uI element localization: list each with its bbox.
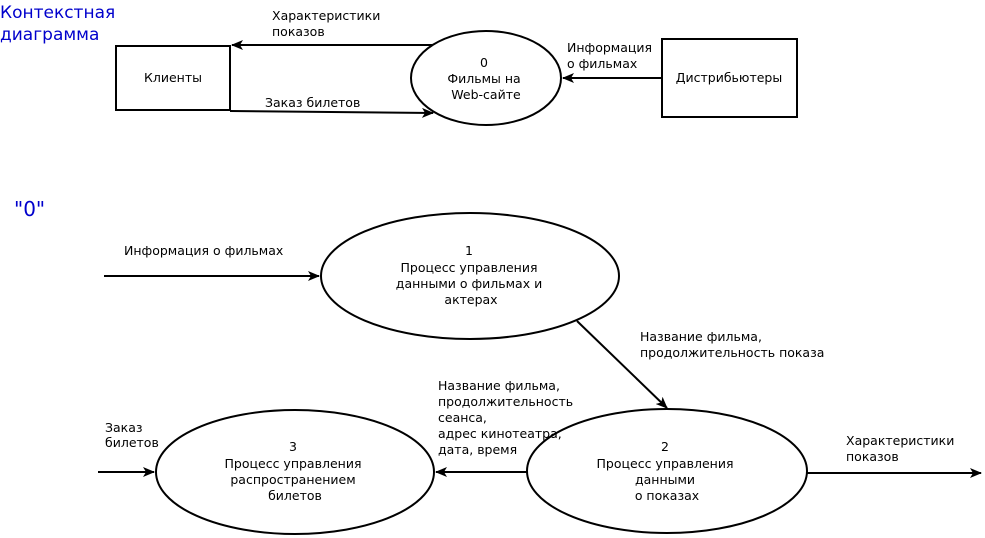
process-3-label: 3 Процесс управления распространением би… bbox=[225, 439, 366, 503]
flow-p2-to-p3-label: Название фильма, продолжительность сеанс… bbox=[438, 378, 577, 457]
flow-film-info-label: Информация о фильмах bbox=[567, 40, 656, 71]
process-1 bbox=[320, 212, 620, 340]
process-1-label: 1 Процесс управления данными о фильмах и… bbox=[396, 243, 546, 307]
flow-ticket-order bbox=[229, 107, 434, 118]
context-process-0 bbox=[410, 30, 562, 126]
level0-heading: "0" bbox=[14, 197, 45, 221]
process-2-label: 2 Процесс управления данными о показах bbox=[597, 439, 738, 503]
entity-clients-label: Клиенты bbox=[144, 70, 202, 85]
flow-ticket-order-label: Заказ билетов bbox=[265, 95, 360, 110]
process-3 bbox=[155, 409, 435, 535]
flow-ticket-order-in-label: Заказ билетов bbox=[105, 420, 159, 450]
context-process-0-label: 0 Фильмы на Web-сайте bbox=[447, 55, 524, 102]
flow-film-info-in-label: Информация о фильмах bbox=[124, 243, 283, 258]
entity-clients bbox=[115, 45, 231, 111]
process-2 bbox=[526, 408, 808, 534]
entity-distributors bbox=[661, 38, 798, 118]
flow-p1-to-p2-label: Название фильма, продолжительность показ… bbox=[640, 329, 824, 360]
flow-show-characteristics-out-label: Характеристики показов bbox=[846, 433, 958, 464]
entity-distributors-label: Дистрибьютеры bbox=[676, 70, 782, 85]
context-heading: Контекстная диаграмма bbox=[0, 3, 121, 45]
flow-p1-to-p2 bbox=[576, 320, 668, 409]
flow-show-characteristics-label: Характеристики показов bbox=[272, 8, 384, 39]
